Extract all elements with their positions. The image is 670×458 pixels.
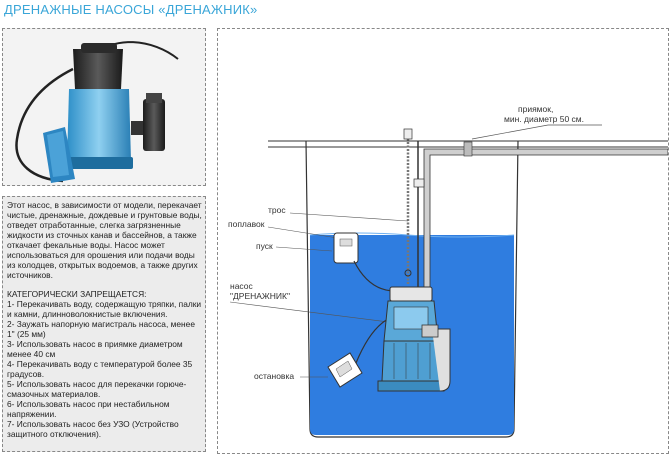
prohibited-item: и камни, длинноволокнистые включения. [7,309,168,319]
prohibited-item: 7- Использовать насос без УЗО (Устройств… [7,419,179,429]
prohibited-item: градусов. [7,369,45,379]
leader-pump [229,301,397,324]
prohibited-item: 1" (25 мм) [7,329,46,339]
description-line: источников. [7,270,53,280]
page-title: ДРЕНАЖНЫЕ НАСОСЫ «ДРЕНАЖНИК» [4,2,258,17]
prohibited-item: 6- Использовать насос при нестабильном [7,399,170,409]
description-line: откачает фекальные воды. Насос может [7,240,165,250]
leader-float [267,226,345,240]
prohibited-item: защитного отключения). [7,429,102,439]
prohibited-heading: КАТЕГОРИЧЕСКИ ЗАПРЕЩАЕТСЯ: [7,289,147,299]
installation-diagram: приямок, мин. диаметр 50 см. трос поплав… [217,28,669,454]
description-line: жидкости из сточных канав и бассейнов, а… [7,230,197,240]
float-stop-cable [355,318,389,364]
pipe-clamp [463,141,473,157]
label-float: поплавок [228,219,265,229]
prohibited-item: смазочных материалов. [7,389,101,399]
description-line: Этот насос, в зависимости от модели, пер… [7,200,202,210]
label-rope: трос [268,205,286,215]
description-line: отведет отработанные, слегка загрязненны… [7,220,181,230]
prohibited-item: менее 40 см [7,349,56,359]
float-start [333,232,359,264]
prohibited-item: 1- Перекачивать воду, содержащую тряпки,… [7,299,202,309]
label-pump: насос [230,281,253,291]
label-pit-diameter: мин. диаметр 50 см. [504,114,584,124]
prohibited-item: 2- Заужать напорную магистраль насоса, м… [7,319,195,329]
description-line: из колодцев, открытых водоемов, а также … [7,260,198,270]
installation-diagram-svg: приямок, мин. диаметр 50 см. трос поплав… [228,104,669,438]
prohibited-item: напряжении. [7,409,57,419]
label-pump-name: "ДРЕНАЖНИК" [230,291,290,301]
description-line: использоваться для орошения или подачи в… [7,250,195,260]
label-start: пуск [256,241,273,251]
pit-wall [305,140,519,438]
pump-body [377,286,451,392]
prohibited-item: 5- Использовать насос для перекачки горю… [7,379,187,389]
prohibited-item: 3- Использовать насос в приямке диаметро… [7,339,183,349]
label-pit: приямок, [518,104,553,114]
product-photo [2,28,206,186]
label-stop: остановка [254,371,294,381]
description-line: чистые, дренажные, дождевые и грунтовые … [7,210,202,220]
pit-leader [471,124,549,140]
leader-start [275,246,333,252]
description-panel: Этот насос, в зависимости от модели, пер… [2,196,206,452]
prohibited-list: 1- Перекачивать воду, содержащую тряпки,… [7,299,203,439]
rope-ring [404,269,412,277]
float-stop [327,352,363,388]
leader-rope [289,212,409,222]
rope-hook [403,128,413,140]
cable-clip [413,178,425,188]
pump-photo-illustration [15,41,179,183]
prohibited-item: 4- Перекачивать воду с температурой боле… [7,359,193,369]
